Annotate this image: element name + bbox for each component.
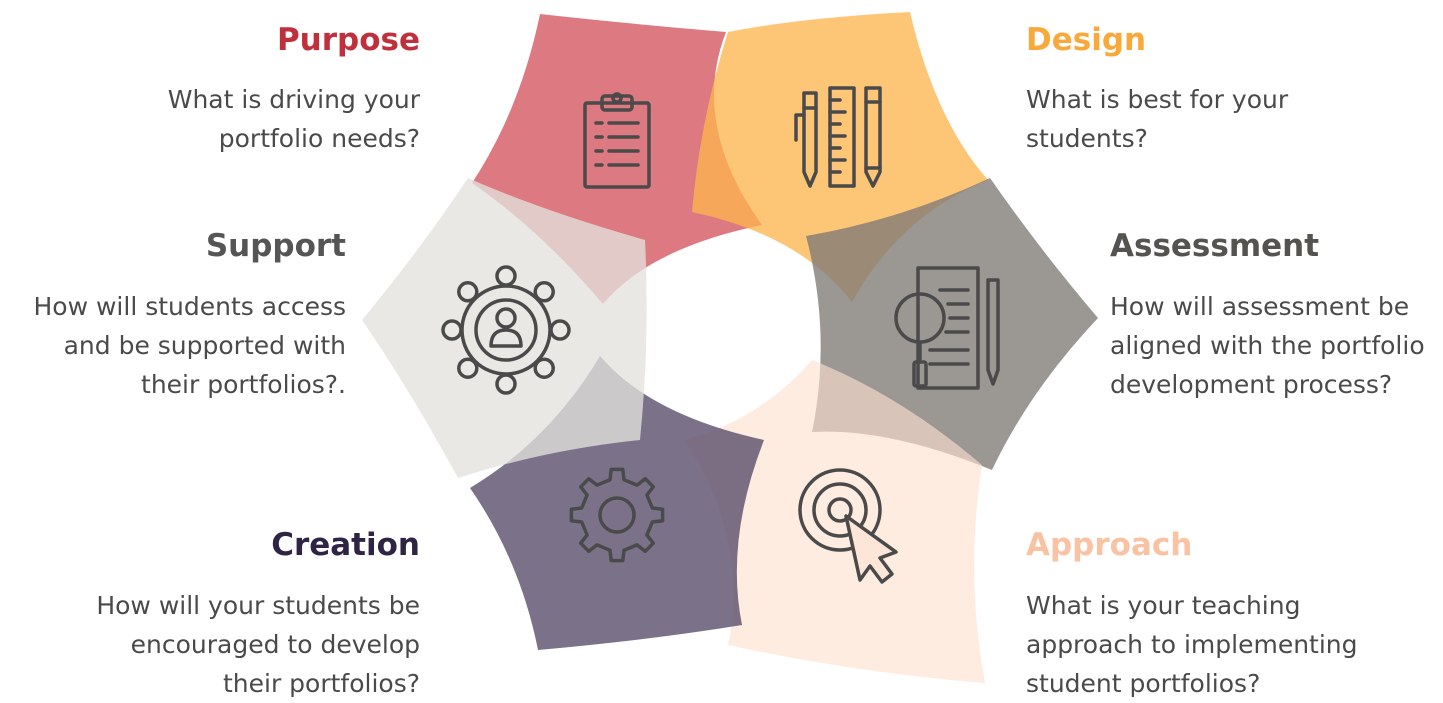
petal-creation	[470, 356, 764, 650]
heading-support: Support	[205, 228, 346, 264]
gear-icon	[569, 467, 665, 563]
network-person-icon	[441, 265, 571, 395]
heading-creation: Creation	[271, 527, 420, 563]
description-assessment: How will assessment be aligned with the …	[1110, 292, 1425, 399]
heading-design: Design	[1026, 22, 1147, 58]
description-support: How will students access and be supporte…	[33, 292, 347, 399]
cursor-target-icon	[798, 468, 898, 584]
description-creation: How will your students be encouraged to …	[96, 591, 420, 698]
petal-design	[692, 12, 988, 302]
heading-assessment: Assessment	[1110, 228, 1320, 264]
description-approach: What is your teaching approach to implem…	[1026, 591, 1358, 698]
description-design: What is best for your students?	[1026, 85, 1289, 153]
magnifier-document-icon	[894, 266, 1000, 390]
heading-approach: Approach	[1026, 527, 1193, 563]
clipboard-icon	[583, 92, 651, 189]
description-purpose: What is driving your portfolio needs?	[167, 85, 420, 153]
heading-purpose: Purpose	[276, 22, 420, 58]
ruler-pencil-icon	[794, 86, 882, 188]
